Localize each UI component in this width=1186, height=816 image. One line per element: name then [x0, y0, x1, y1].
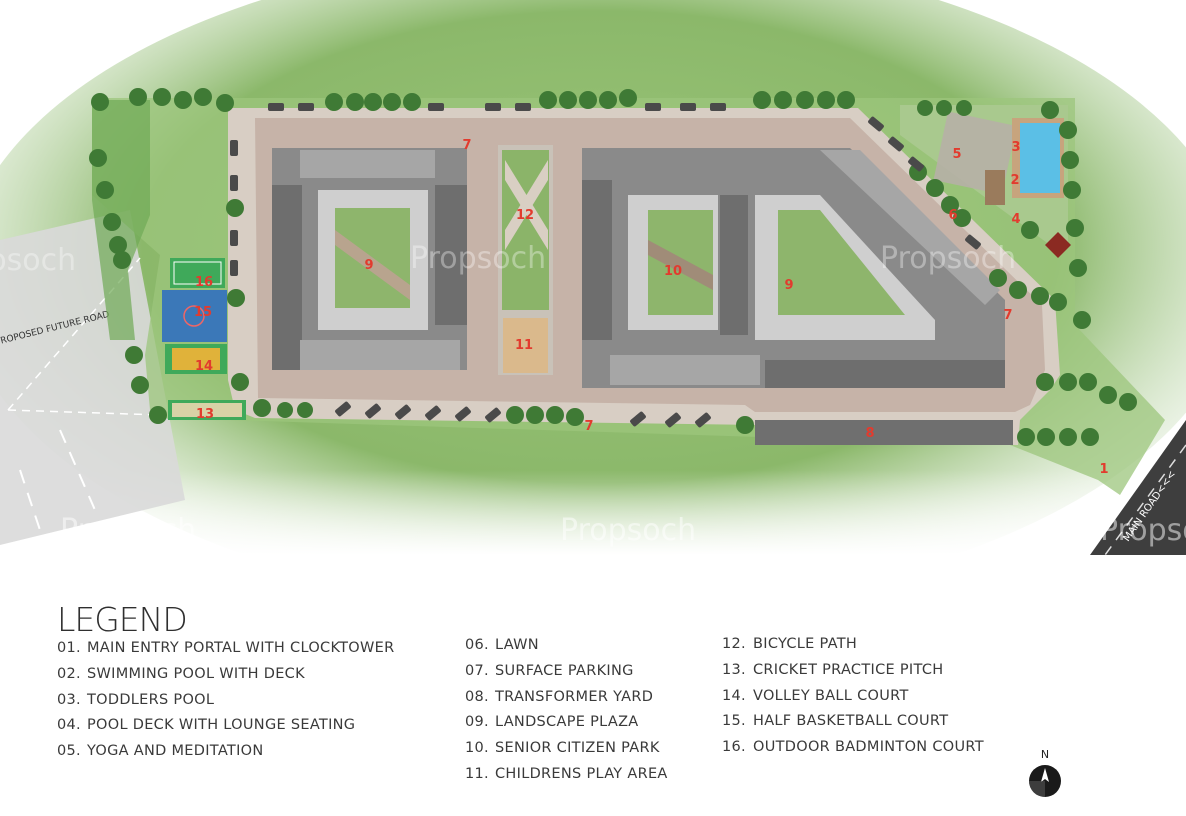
future-road: PROPOSED FUTURE ROAD [0, 210, 185, 545]
marker-8: 8 [865, 426, 874, 441]
watermark-6: Propsoch [1100, 513, 1186, 548]
watermark-2: Propsoch [880, 241, 1016, 276]
building-block-left [272, 148, 467, 370]
marker-13: 13 [196, 407, 214, 422]
marker-1: 1 [1099, 462, 1108, 477]
marker-2: 2 [1010, 173, 1019, 188]
sports-courts [162, 258, 246, 420]
marker-6: 6 [948, 208, 957, 223]
legend-item: 02.SWIMMING POOL WITH DECK [57, 665, 305, 682]
transformer-yard [755, 420, 1013, 445]
legend-item: 09.LANDSCAPE PLAZA [465, 714, 639, 731]
marker-10: 10 [664, 264, 682, 279]
watermark-5: Propsoch [60, 513, 196, 548]
legend-item: 06.LAWN [465, 637, 539, 653]
site-master-plan: PROPOSED FUTURE ROAD MAIN ROAD<<< [0, 0, 1186, 555]
watermark-4: Propsoch [0, 243, 76, 278]
legend-item: 07.SURFACE PARKING [465, 662, 634, 679]
legend-item: 05.YOGA AND MEDITATION [57, 743, 264, 760]
main-road: MAIN ROAD<<< [1090, 420, 1186, 555]
marker-5: 5 [952, 147, 961, 162]
central-strip [498, 145, 553, 375]
marker-3: 3 [1011, 140, 1020, 155]
compass-north-label: N [1040, 748, 1050, 761]
map-markers: 1 2 3 4 5 6 7 7 7 8 9 9 10 11 12 13 14 1… [194, 138, 1109, 477]
legend-item: 12.BICYCLE PATH [722, 636, 858, 652]
legend-item: 11.CHILDRENS PLAY AREA [465, 765, 668, 782]
legend-column-3: 12.BICYCLE PATH 13.CRICKET PRACTICE PITC… [722, 632, 984, 761]
marker-11: 11 [515, 338, 533, 353]
marker-9a: 9 [364, 258, 373, 273]
marker-7c: 7 [584, 419, 593, 434]
legend-item: 16.OUTDOOR BADMINTON COURT [722, 739, 984, 756]
legend-column-2: 06.LAWN 07.SURFACE PARKING 08.TRANSFORME… [465, 633, 668, 788]
marker-16: 16 [195, 275, 213, 290]
north-arrow-icon [1029, 765, 1061, 797]
watermark-1: Propsoch [410, 241, 546, 276]
marker-4: 4 [1011, 212, 1020, 227]
legend-item: 13.CRICKET PRACTICE PITCH [722, 661, 944, 678]
legend-item: 08.TRANSFORMER YARD [465, 688, 654, 705]
legend-item: 14.VOLLEY BALL COURT [722, 687, 909, 704]
compass: N [1026, 748, 1064, 798]
marker-7b: 7 [1003, 308, 1012, 323]
building-block-right [582, 148, 1005, 388]
watermarks: Propsoch Propsoch Propsoch Propsoch Prop… [0, 241, 1186, 548]
watermark-3: Propsoch [560, 513, 696, 548]
legend-item: 10.SENIOR CITIZEN PARK [465, 740, 660, 757]
pool-area [900, 105, 1071, 258]
legend-item: 01.MAIN ENTRY PORTAL WITH CLOCKTOWER [57, 640, 395, 656]
legend-item: 03.TODDLERS POOL [57, 691, 215, 708]
legend-item: 04.POOL DECK WITH LOUNGE SEATING [57, 717, 356, 734]
marker-12: 12 [516, 208, 534, 223]
legend-item: 15.HALF BASKETBALL COURT [722, 713, 949, 730]
marker-9b: 9 [784, 278, 793, 293]
legend-column-1: 01.MAIN ENTRY PORTAL WITH CLOCKTOWER 02.… [57, 636, 395, 765]
legend-title: LEGEND [57, 600, 188, 639]
trees [89, 88, 1137, 446]
marker-15: 15 [194, 305, 212, 320]
marker-7a: 7 [462, 138, 471, 153]
marker-14: 14 [195, 359, 213, 374]
parked-cars [230, 103, 981, 428]
